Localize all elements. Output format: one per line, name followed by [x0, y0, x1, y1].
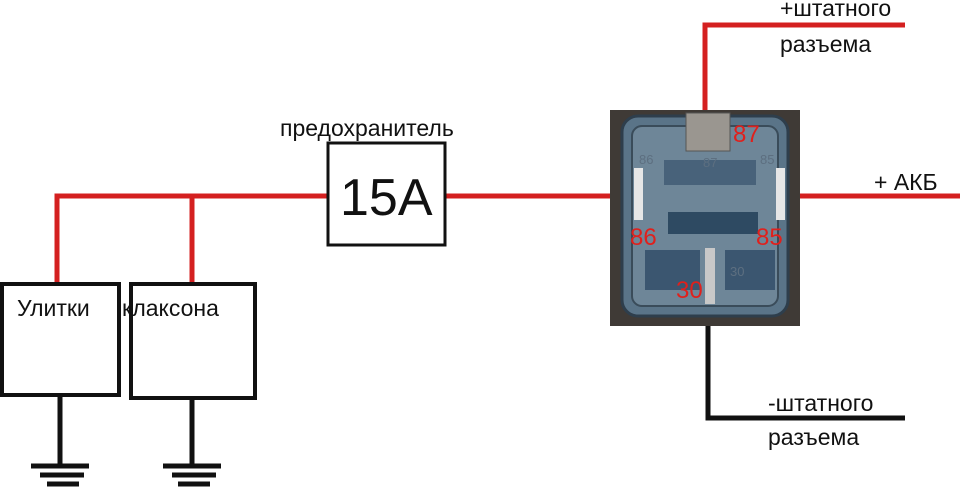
pin-label-87: 87 [733, 121, 760, 148]
load-box-horn [129, 282, 257, 400]
load-label-horn: клаксона [122, 295, 219, 321]
stock-minus-label-line2: разъема [768, 424, 859, 450]
molded-label-87: 87 [703, 155, 717, 170]
positive-wires [54, 22, 960, 285]
pin-label-86: 86 [630, 224, 657, 251]
stock-plus-label-line2: разъема [780, 31, 871, 57]
fuse-label: предохранитель [280, 115, 454, 141]
fuse-box [326, 141, 447, 247]
relay-to-stock-minus-wire [705, 322, 905, 421]
stock-plus-label-line1: +штатного [780, 0, 891, 21]
load-label-snail: Улитки [17, 295, 90, 321]
pin-label-85: 85 [756, 224, 783, 251]
battery-plus-label: + АКБ [874, 169, 938, 195]
relay-to-stock-plus-wire [702, 22, 905, 112]
relay: 86 85 87 30 87 86 85 30 [610, 110, 800, 326]
fuse-rating: 15A [340, 169, 433, 227]
ground-icon [163, 398, 221, 487]
ground-icon [31, 395, 89, 487]
molded-label-86: 86 [639, 152, 653, 167]
molded-label-85: 85 [760, 152, 774, 167]
main-bus-wire [54, 193, 328, 285]
stock-minus-label-line1: -штатного [768, 390, 873, 416]
pin-label-30: 30 [676, 277, 703, 304]
molded-label-30: 30 [730, 264, 744, 279]
